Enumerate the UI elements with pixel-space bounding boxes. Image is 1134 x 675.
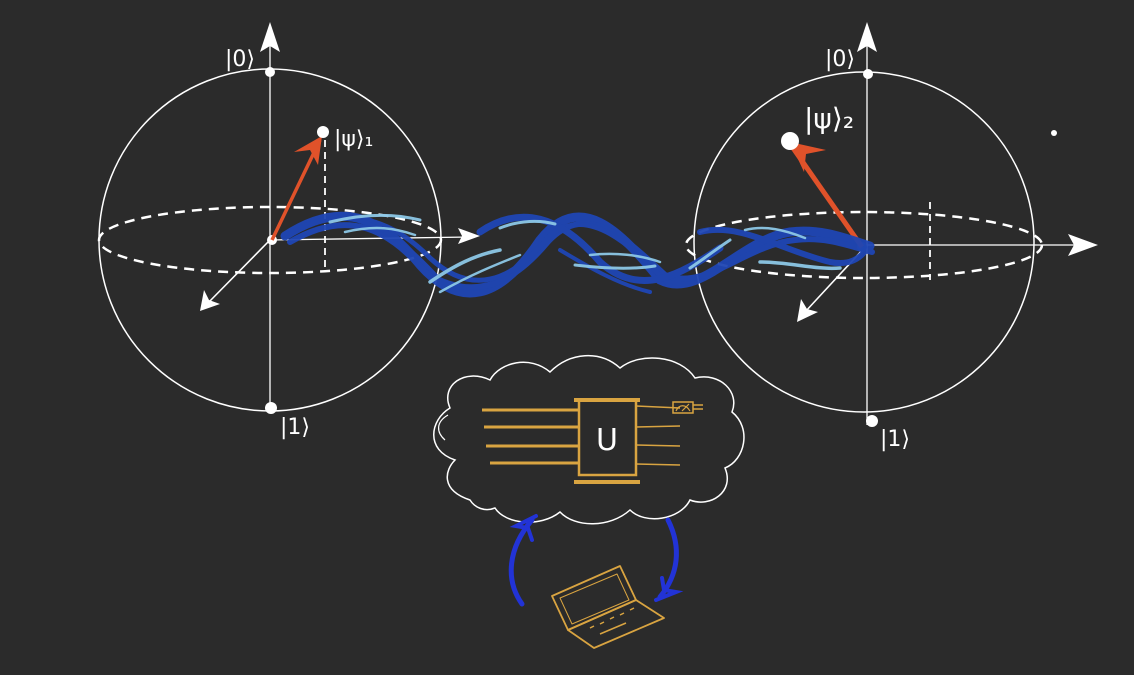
entanglement-wave	[280, 211, 875, 298]
laptop-base	[567, 599, 665, 649]
ket-one-label-right: |1⟩	[880, 427, 910, 452]
laptop-icon	[551, 565, 665, 649]
y-arrowhead-right	[1068, 234, 1098, 256]
z-arrowhead-left	[260, 22, 280, 52]
download-arrow-head	[654, 576, 684, 602]
wave-light-strands	[328, 213, 842, 294]
pole-one-right	[866, 415, 878, 427]
pole-zero-right	[863, 69, 873, 79]
state-vector-head-right	[790, 142, 826, 172]
sync-arrows	[508, 514, 684, 607]
y-arrowhead-left	[458, 228, 480, 244]
ket-zero-label-left: |0⟩	[225, 47, 255, 72]
pole-zero-left	[265, 67, 275, 77]
cloud-inner-stroke	[438, 414, 449, 441]
state-vector-head-left	[294, 136, 322, 165]
pole-one-left	[265, 402, 277, 414]
laptop-screen-inner	[559, 573, 630, 625]
psi-1-label: |ψ⟩₁	[334, 127, 373, 152]
state-point-right	[781, 132, 799, 150]
z-arrowhead-right	[857, 22, 877, 52]
x-arrowhead-right	[797, 299, 818, 322]
y-axis-left	[269, 236, 471, 241]
psi-2-label: |ψ⟩₂	[804, 102, 854, 135]
x-arrowhead-left	[200, 290, 220, 311]
x-axis-left	[205, 239, 271, 306]
output-wire-3	[635, 444, 681, 447]
state-vector-left	[270, 139, 322, 241]
cloud-outline	[433, 355, 745, 525]
laptop-keys	[589, 607, 635, 635]
dust-dot	[1051, 130, 1057, 136]
measurement-meter-icon	[672, 401, 703, 414]
bloch-sphere-right: |0⟩ |1⟩ |ψ⟩₂	[684, 22, 1098, 452]
output-wire-2	[635, 425, 681, 428]
quantum-circuit	[482, 398, 703, 484]
state-point-left	[317, 126, 329, 138]
ket-zero-label-right: |0⟩	[825, 47, 855, 72]
unitary-gate-label: U	[596, 423, 618, 458]
ket-one-label-left: |1⟩	[280, 415, 310, 440]
bloch-sphere-left: |0⟩ |1⟩ |ψ⟩₁	[97, 22, 480, 440]
cloud-icon	[433, 355, 745, 525]
wave-dark-strands	[280, 211, 875, 298]
output-wire-4	[635, 463, 681, 466]
upload-arrow-head	[509, 514, 538, 542]
